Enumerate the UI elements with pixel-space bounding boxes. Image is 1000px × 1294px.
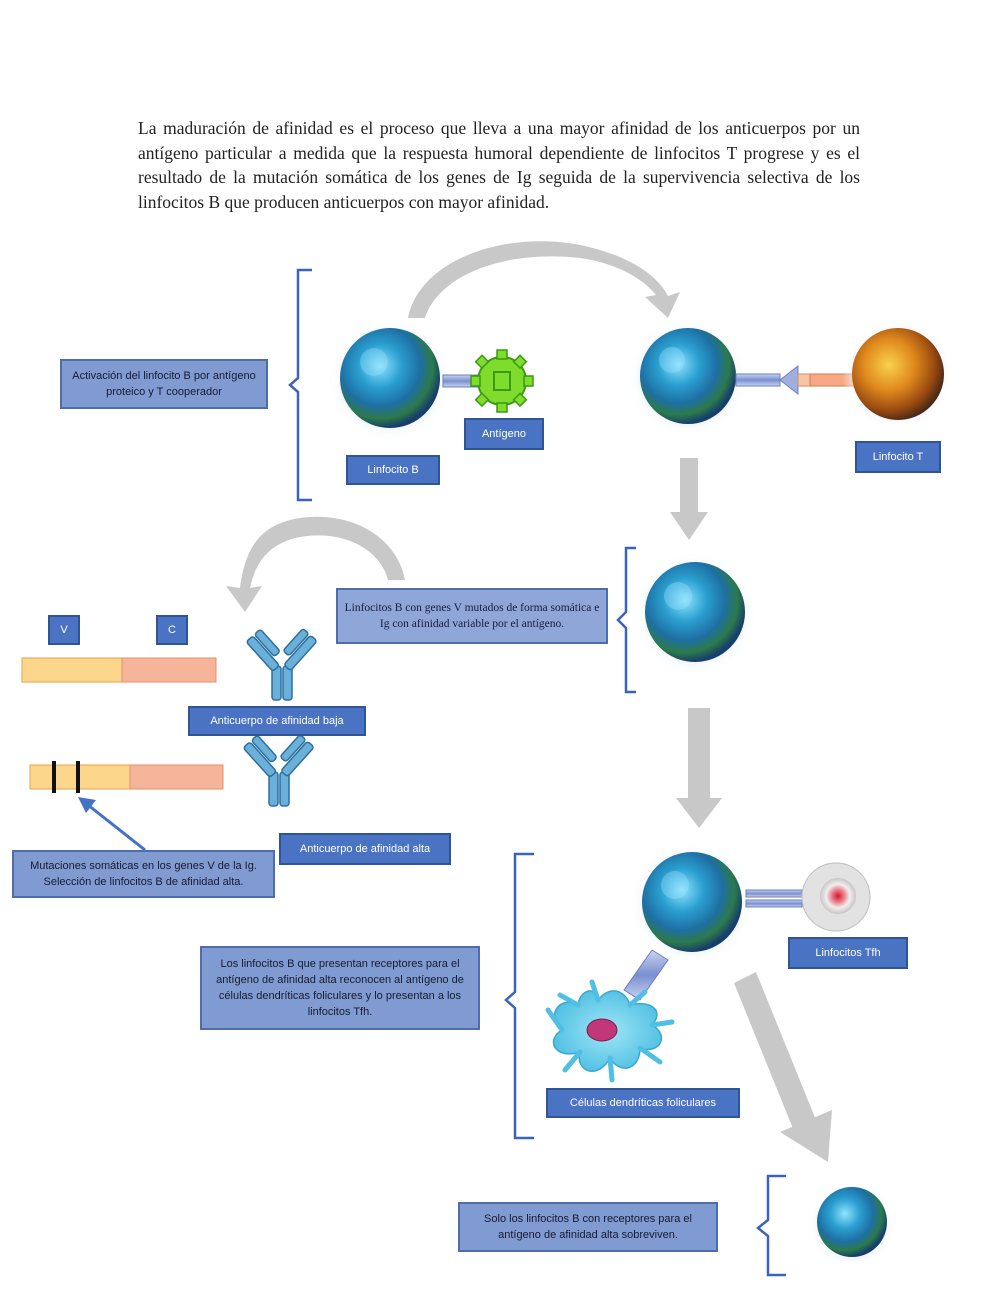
antibody-icon bbox=[243, 734, 314, 807]
bcr-tfh-connector bbox=[745, 889, 803, 908]
bracket bbox=[288, 268, 786, 1277]
b-cell-icon bbox=[808, 1180, 896, 1268]
t-cell-icon bbox=[842, 319, 954, 431]
down-arrow bbox=[670, 458, 708, 540]
bcr-tcr-connector bbox=[735, 364, 855, 396]
b-cell-icon bbox=[628, 318, 748, 438]
dendritic-cells-label: Células dendríticas foliculares bbox=[546, 1088, 740, 1118]
antigen-presentation-label: Los linfocitos B que presentan receptore… bbox=[200, 946, 480, 1030]
b-cell-icon bbox=[633, 552, 757, 676]
survival-label: Solo los linfocitos B con receptores par… bbox=[458, 1202, 718, 1252]
b-cell-label: Linfocito B bbox=[346, 455, 440, 485]
gene-segment-high bbox=[29, 761, 224, 793]
dendritic-cell-icon bbox=[545, 979, 675, 1083]
antigen-icon bbox=[470, 349, 534, 413]
low-affinity-antibody-label: Anticuerpo de afinidad baja bbox=[188, 706, 366, 736]
gene-segment-low bbox=[21, 657, 217, 683]
antigen-label: Antígeno bbox=[464, 418, 544, 450]
gene-c-label: C bbox=[156, 615, 188, 645]
activation-label: Activación del linfocito B por antígeno … bbox=[60, 359, 268, 409]
somatic-mutations-label: Mutaciones somáticas en los genes V de l… bbox=[12, 850, 275, 898]
diagonal-arrow bbox=[734, 972, 832, 1162]
high-affinity-antibody-label: Anticuerpo de afinidad alta bbox=[279, 833, 451, 865]
gene-v-label: V bbox=[48, 615, 80, 645]
curved-arrow-top bbox=[408, 241, 680, 318]
mutation-pointer-arrow bbox=[78, 797, 146, 852]
tfh-label: Linfocitos Tfh bbox=[788, 937, 908, 969]
t-cell-label: Linfocito T bbox=[855, 441, 941, 473]
bcr-dendritic-connector bbox=[623, 949, 669, 1001]
b-cell-icon bbox=[328, 318, 452, 442]
curved-arrow-middle bbox=[226, 516, 405, 612]
b-cell-icon bbox=[630, 842, 754, 966]
antibody-icon bbox=[246, 628, 317, 701]
down-arrow bbox=[676, 708, 722, 828]
intro-paragraph: La maduración de afinidad es el proceso … bbox=[138, 118, 860, 212]
mutated-b-cells-label: Linfocitos B con genes V mutados de form… bbox=[336, 588, 608, 644]
tfh-cell-icon bbox=[801, 862, 871, 932]
